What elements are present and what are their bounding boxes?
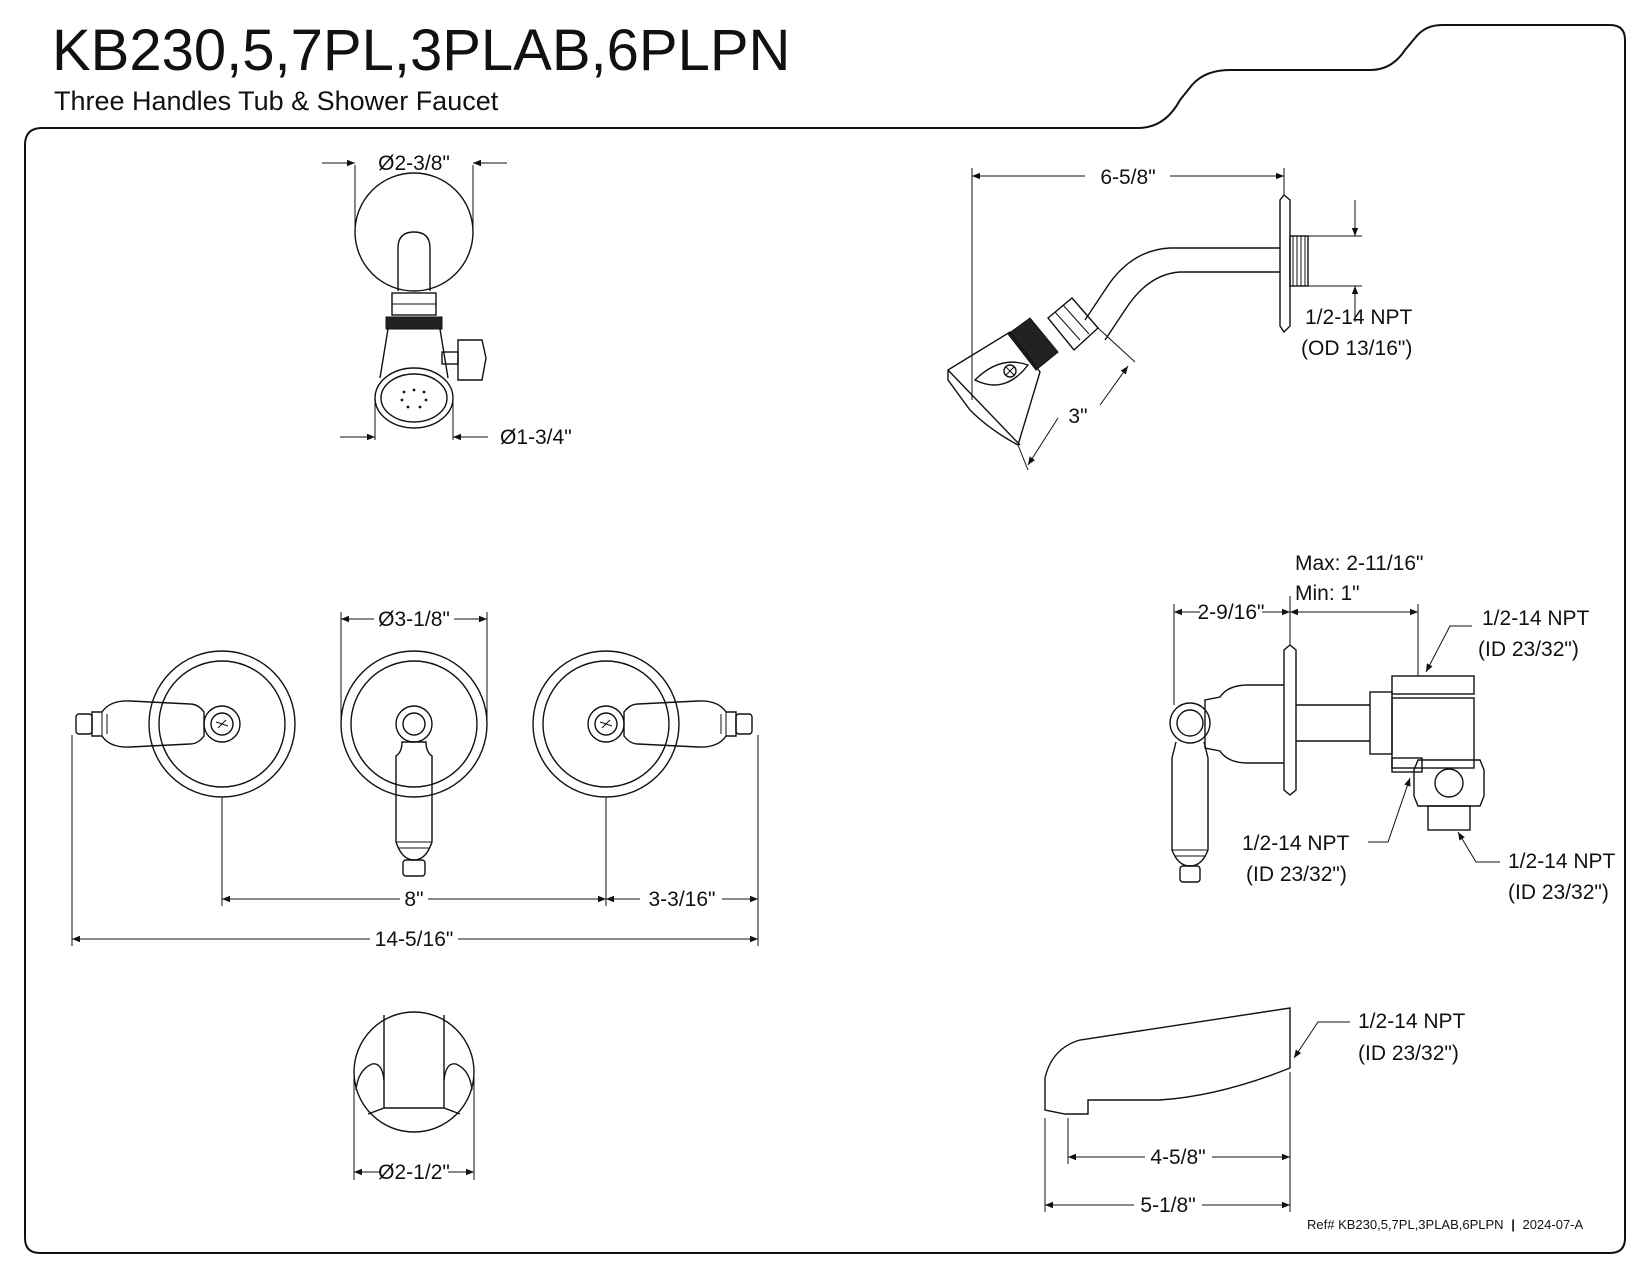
dim-showerhead-flange: Ø2-3/8" [378,152,450,175]
valve-left-port [1391,757,1423,773]
footer-revision: 2024-07-A [1522,1217,1583,1232]
valve-body-nut [1369,691,1393,755]
showerhead-lever-side [973,361,1030,386]
dim-spout-front: Ø2-1/2" [378,1161,450,1184]
handles-front-view: Ø3-1/8" 8" 3-3/16" 14-5/16" [71,608,759,951]
dim-shower-arm-length: 6-5/8" [1100,166,1155,189]
drawing-frame [24,24,1626,1254]
shower-lever [457,339,487,381]
dim-shower-arm-thread-2: (OD 13/16") [1301,337,1412,360]
spout-front-body [383,1015,445,1108]
shower-arm-front [397,231,431,291]
valve-flange-side [1283,644,1297,796]
dim-valve-left-port-2: (ID 23/32") [1246,863,1347,886]
dim-spout-thread-2: (ID 23/32") [1358,1042,1459,1065]
dim-valve-top-port-1: 1/2-14 NPT [1482,607,1590,630]
dim-valve-top-port-2: (ID 23/32") [1478,638,1579,661]
spout-front-circle [353,1011,475,1133]
shower-face [374,367,454,429]
right-flange [532,650,680,798]
dim-overall-width: 14-5/16" [375,928,454,951]
valve-bottom-hex [1413,759,1485,807]
page-title: KB230,5,7PL,3PLAB,6PLPN [52,18,790,83]
dim-handle-projection: 2-9/16" [1198,601,1265,624]
dim-spout-length: 5-1/8" [1140,1194,1195,1217]
spout-side-body [1044,1007,1291,1115]
shower-arm-tube-top [1084,247,1280,321]
page-subtitle: Three Handles Tub & Shower Faucet [54,86,499,116]
dim-shower-arm-thread-1: 1/2-14 NPT [1305,306,1413,329]
center-flange [340,650,488,798]
showerhead-face-side [947,369,1021,446]
valve-bottom-port [1427,805,1471,831]
right-lever-handle [623,700,737,748]
valve-side-view: 2-9/16" Max: 2-11/16" Min: 1" 1/2-14 NPT… [1169,552,1616,904]
left-lever-handle [91,700,205,748]
dim-valve-bottom-port-2: (ID 23/32") [1508,881,1609,904]
valve-bonnet-side [1204,684,1284,764]
shower-spray-holes [400,388,428,409]
footer-separator: | [1511,1217,1515,1232]
left-handle-assembly [75,650,296,798]
dim-valve-left-port-1: 1/2-14 NPT [1242,832,1350,855]
dim-valve-depth-min: Min: 1" [1295,582,1360,605]
dim-valve-depth-max: Max: 2-11/16" [1295,552,1423,575]
dim-valve-bottom-port-1: 1/2-14 NPT [1508,850,1616,873]
arm-ball-nut [1047,297,1099,352]
dim-showerhead-face: Ø1-3/4" [500,426,572,449]
spout-front-view: Ø2-1/2" [353,1011,475,1184]
dim-spout-reach: 4-5/8" [1150,1146,1205,1169]
shower-knurl-band [385,316,443,330]
showerhead-front-view: Ø2-3/8" Ø1-3/4" [322,152,572,449]
shower-arm-tube-bottom [1104,271,1280,341]
showerhead-body-side [947,331,1041,447]
dim-handle-spacing: 8" [404,888,423,911]
valve-handle-lever [1171,741,1209,867]
right-handle-assembly [532,650,753,798]
center-bonnet [395,705,433,743]
dim-showerhead-length: 3" [1068,405,1087,428]
arm-knurl-band [1007,317,1059,371]
footer-ref-label: Ref# KB230,5,7PL,3PLAB,6PLPN [1307,1217,1504,1232]
valve-top-port [1391,675,1475,695]
valve-handle-hub [1169,702,1211,744]
arm-flange-side [1279,194,1291,334]
left-flange [148,650,296,798]
dim-handle-flange: Ø3-1/8" [378,608,450,631]
dim-handle-side: 3-3/16" [649,888,716,911]
spout-side-view: 1/2-14 NPT (ID 23/32") 4-5/8" 5-1/8" [1044,1007,1466,1217]
shower-arm-side-view: 6-5/8" 1/2-14 NPT (OD 13/16") 3" [947,166,1413,471]
dim-spout-thread-1: 1/2-14 NPT [1358,1010,1466,1033]
center-handle-assembly [340,650,488,877]
valve-body-block [1391,697,1475,769]
arm-thread-end [1289,235,1309,287]
footer-ref: Ref# KB230,5,7PL,3PLAB,6PLPN | 2024-07-A [1307,1217,1584,1232]
